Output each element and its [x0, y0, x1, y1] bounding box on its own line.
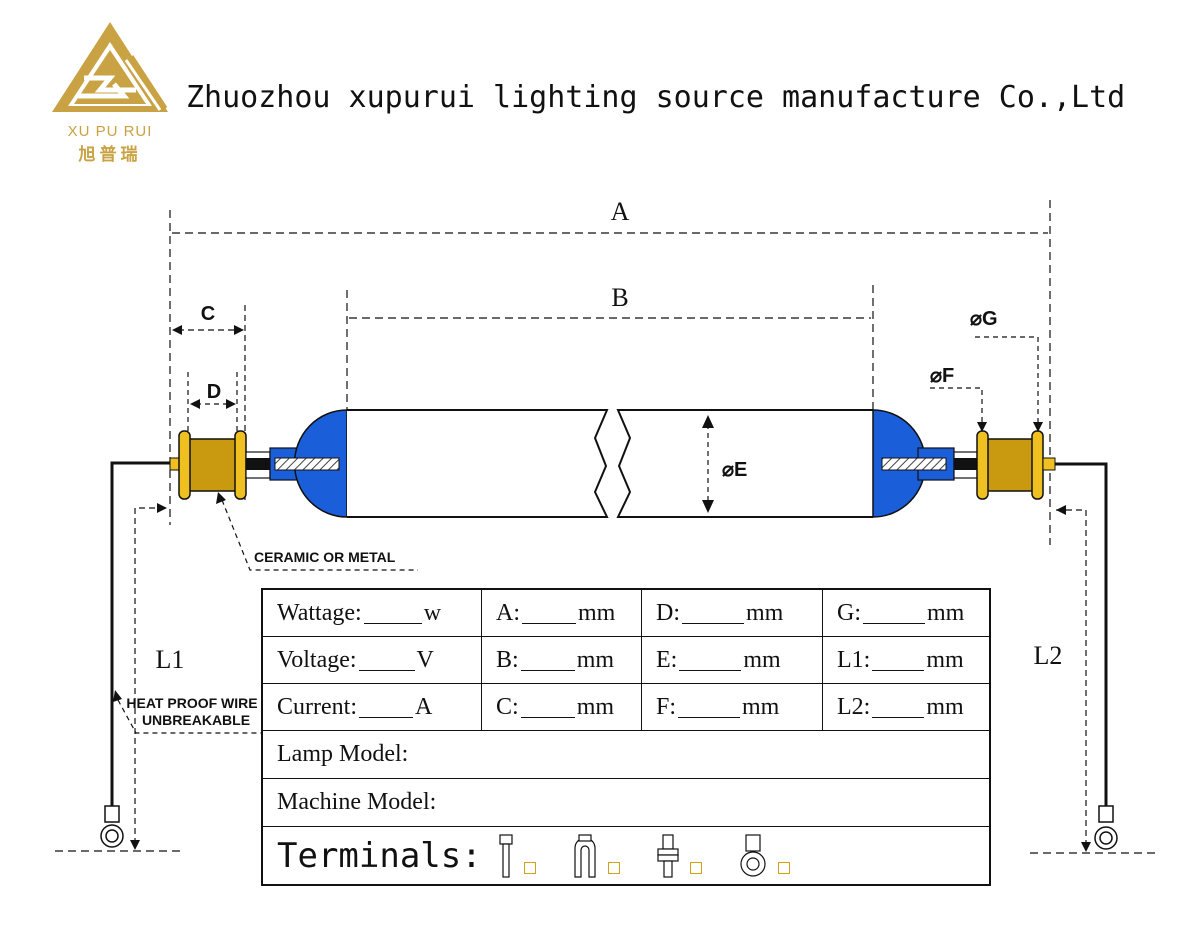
- l1-cell[interactable]: L1:mm: [837, 646, 964, 673]
- note-ceramic: CERAMIC OR METAL: [254, 549, 396, 565]
- label-c: C: [201, 303, 215, 325]
- ring-terminal-icon: [740, 834, 766, 877]
- label-d: D: [207, 381, 221, 403]
- screw-terminal-icon: [657, 834, 679, 878]
- right-wire: [1030, 462, 1155, 854]
- fork-terminal-checkbox[interactable]: [607, 862, 620, 874]
- dimension-l1: L1: [130, 503, 184, 850]
- label-f: ⌀F: [930, 365, 954, 387]
- machine-model-label: Machine Model:: [277, 789, 437, 815]
- c-cell[interactable]: C:mm: [482, 684, 642, 730]
- dimension-f: ⌀F: [930, 365, 987, 432]
- logo-text-cn: 旭普瑞: [78, 144, 142, 165]
- spec-row-3: Current:A C:mm F:mm L2:mm: [263, 684, 989, 731]
- label-b: B: [611, 283, 628, 312]
- note-wire-line1: HEAT PROOF WIRE: [126, 695, 257, 711]
- screw-terminal-option[interactable]: [656, 834, 702, 878]
- logo-text-en: XU PU RUI: [68, 123, 153, 140]
- spec-row-2: Voltage:V B:mm E:mm L1:mm: [263, 637, 989, 684]
- company-logo: XU PU RUI 旭普瑞: [40, 20, 180, 170]
- dimension-e: ⌀E: [702, 415, 747, 513]
- left-wire: [55, 461, 180, 852]
- ceramic-note: CERAMIC OR METAL: [216, 492, 418, 571]
- ring-terminal-checkbox[interactable]: [777, 862, 790, 874]
- dimension-g: ⌀G: [970, 308, 1043, 432]
- spec-row-1: Wattage:w A:mm D:mm G:mm: [263, 590, 989, 637]
- b-cell[interactable]: B:mm: [482, 637, 642, 683]
- a-cell[interactable]: A:mm: [482, 590, 642, 636]
- machine-model-row[interactable]: Machine Model:: [263, 779, 989, 827]
- label-l2: L2: [1034, 641, 1063, 670]
- fork-terminal-icon: [574, 834, 596, 878]
- dimension-d: D: [187, 372, 238, 432]
- lamp-model-label: Lamp Model:: [277, 741, 409, 767]
- left-electrode: [274, 457, 340, 471]
- right-lamp-base: [881, 430, 1056, 500]
- wattage-cell[interactable]: Wattage:w: [263, 590, 482, 636]
- l2-cell[interactable]: L2:mm: [837, 693, 964, 720]
- screw-terminal-checkbox[interactable]: [689, 862, 702, 874]
- note-wire-line2: UNBREAKABLE: [142, 712, 250, 728]
- pin-terminal-checkbox[interactable]: [523, 862, 536, 874]
- d-cell[interactable]: D:mm: [642, 590, 823, 636]
- voltage-cell[interactable]: Voltage:V: [263, 637, 482, 683]
- dimension-l2: L2: [1034, 505, 1091, 852]
- lamp-model-row[interactable]: Lamp Model:: [263, 731, 989, 779]
- pin-terminal-option[interactable]: [498, 834, 536, 878]
- spec-table: Wattage:w A:mm D:mm G:mm Voltage:V B:mm …: [261, 588, 991, 886]
- label-e: ⌀E: [722, 459, 747, 481]
- terminals-row: Terminals:: [263, 827, 989, 885]
- company-name: Zhuozhou xupurui lighting source manufac…: [186, 80, 1126, 115]
- lamp-tube: [347, 409, 873, 518]
- dimension-b: B: [346, 283, 874, 410]
- terminals-label: Terminals:: [277, 836, 482, 876]
- dimension-a: A: [169, 197, 1051, 545]
- ring-terminal-option[interactable]: [738, 834, 790, 878]
- fork-terminal-option[interactable]: [572, 834, 620, 878]
- label-a: A: [611, 197, 630, 226]
- e-cell[interactable]: E:mm: [642, 637, 823, 683]
- wire-note: HEAT PROOF WIRE UNBREAKABLE: [113, 690, 262, 734]
- g-cell[interactable]: G:mm: [837, 599, 965, 626]
- logo-emblem-icon: XU PU RUI 旭普瑞: [52, 22, 168, 165]
- label-g: ⌀G: [970, 308, 998, 330]
- label-l1: L1: [156, 645, 185, 674]
- current-cell[interactable]: Current:A: [263, 684, 482, 730]
- f-cell[interactable]: F:mm: [642, 684, 823, 730]
- pin-terminal-icon: [499, 834, 513, 878]
